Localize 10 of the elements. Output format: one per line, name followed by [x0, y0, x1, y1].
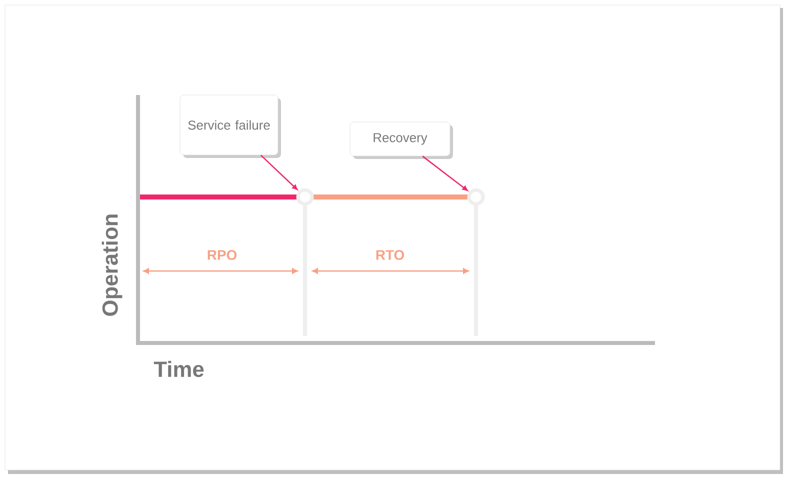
callout-box: Recovery: [350, 122, 450, 156]
dimension-label: RPO: [208, 250, 237, 260]
axis-label: Time: [154, 360, 204, 378]
marker-circle: [467, 188, 485, 206]
dimension-label: RTO: [376, 250, 404, 260]
callout-box: Service failure: [180, 94, 278, 156]
arrow: [422, 156, 468, 191]
marker-circle: [296, 188, 314, 206]
axis-label: Operation: [102, 214, 122, 316]
arrow: [260, 154, 298, 190]
